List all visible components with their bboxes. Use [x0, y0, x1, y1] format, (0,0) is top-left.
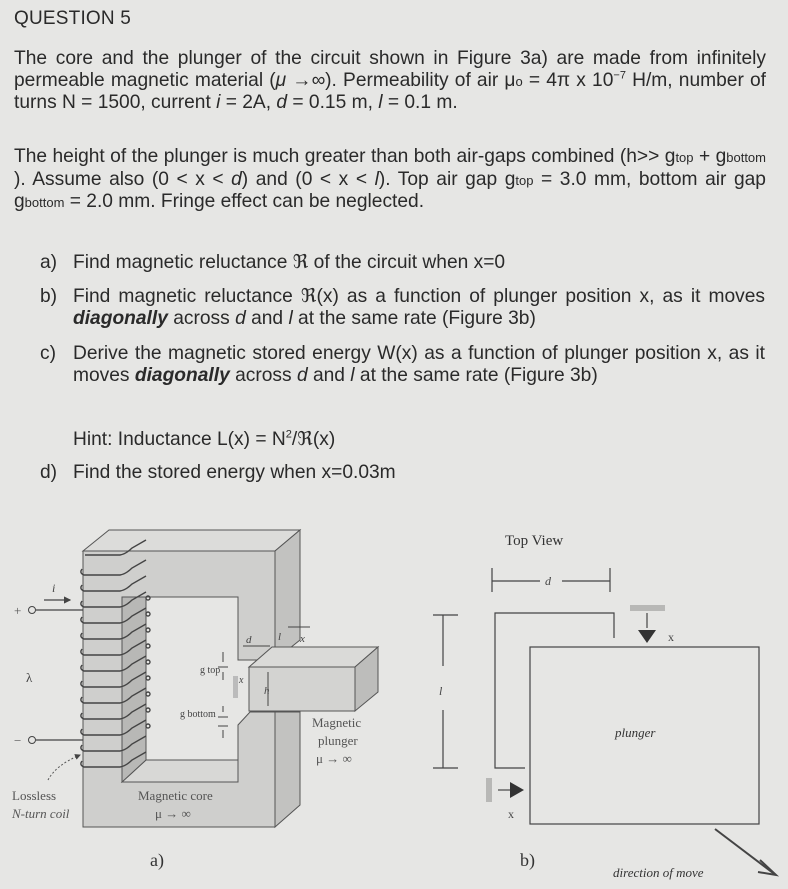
assumptions-paragraph: The height of the plunger is much greate…	[14, 146, 766, 212]
figure-b-caption: b)	[520, 850, 535, 871]
item-label: c)	[40, 343, 56, 364]
svg-text:x: x	[238, 675, 244, 686]
plus-label: +	[14, 603, 21, 618]
direction-label: direction of move	[613, 865, 704, 880]
svg-text:μ → ∞: μ → ∞	[316, 751, 352, 766]
svg-text:l: l	[439, 684, 443, 698]
item-text: Find magnetic reluctance ℜ of the circui…	[73, 252, 506, 273]
plus-terminal-icon	[28, 606, 36, 614]
hint-text: Hint: Inductance L(x) = N2/ℜ(x)	[73, 428, 336, 450]
svg-text:μ → ∞: μ → ∞	[155, 806, 191, 821]
plunger-label: plunger	[614, 725, 656, 740]
x-direction-label: x	[299, 633, 305, 645]
plunger-label: Magnetic	[312, 715, 361, 730]
svg-text:plunger: plunger	[318, 733, 358, 748]
x-left-marker	[486, 778, 492, 802]
item-label: d)	[40, 462, 58, 483]
coil-windings	[80, 539, 151, 768]
item-text: Derive the magnetic stored energy W(x) a…	[73, 343, 765, 386]
h-label: h	[264, 685, 270, 697]
figure-3a-diagram: + − i λ Lossless N-turn coil Magnetic co…	[11, 528, 380, 871]
item-label: a)	[40, 252, 58, 273]
magnetic-core	[82, 550, 276, 828]
item-text: Find magnetic reluctance ℜ(x) as a funct…	[73, 286, 765, 329]
down-arrow-icon	[638, 630, 656, 643]
question-title: QUESTION 5	[14, 8, 132, 29]
item-text: Find the stored energy when x=0.03m	[73, 462, 396, 483]
g-bottom-label: g bottom	[180, 709, 216, 720]
minus-terminal-icon	[28, 736, 36, 744]
figure-a-caption: a)	[150, 850, 164, 871]
minus-label: −	[14, 733, 21, 748]
item-label: b)	[40, 286, 58, 307]
svg-text:i: i	[52, 581, 55, 595]
svg-text:x: x	[668, 630, 674, 644]
g-top-label: g top	[200, 665, 220, 676]
core-label: Magnetic core	[138, 788, 213, 803]
svg-text:x: x	[508, 807, 514, 821]
svg-text:d: d	[545, 574, 552, 588]
magnetic-plunger	[248, 666, 356, 712]
svg-text:d: d	[246, 634, 252, 646]
plunger-top-view	[529, 646, 760, 825]
figure-3b-top-view: Top View d l x x plunger b) direction of…	[433, 533, 780, 880]
core-top-face	[81, 529, 302, 552]
svg-text:N-turn coil: N-turn coil	[11, 806, 70, 821]
intro-paragraph: The core and the plunger of the circuit …	[14, 48, 766, 113]
coil-label: Lossless	[12, 788, 56, 803]
flux-linkage-label: λ	[26, 670, 33, 685]
svg-text:l: l	[278, 631, 281, 643]
right-arrow-icon	[510, 782, 524, 798]
top-view-title: Top View	[505, 533, 563, 549]
x-top-marker	[630, 605, 665, 611]
